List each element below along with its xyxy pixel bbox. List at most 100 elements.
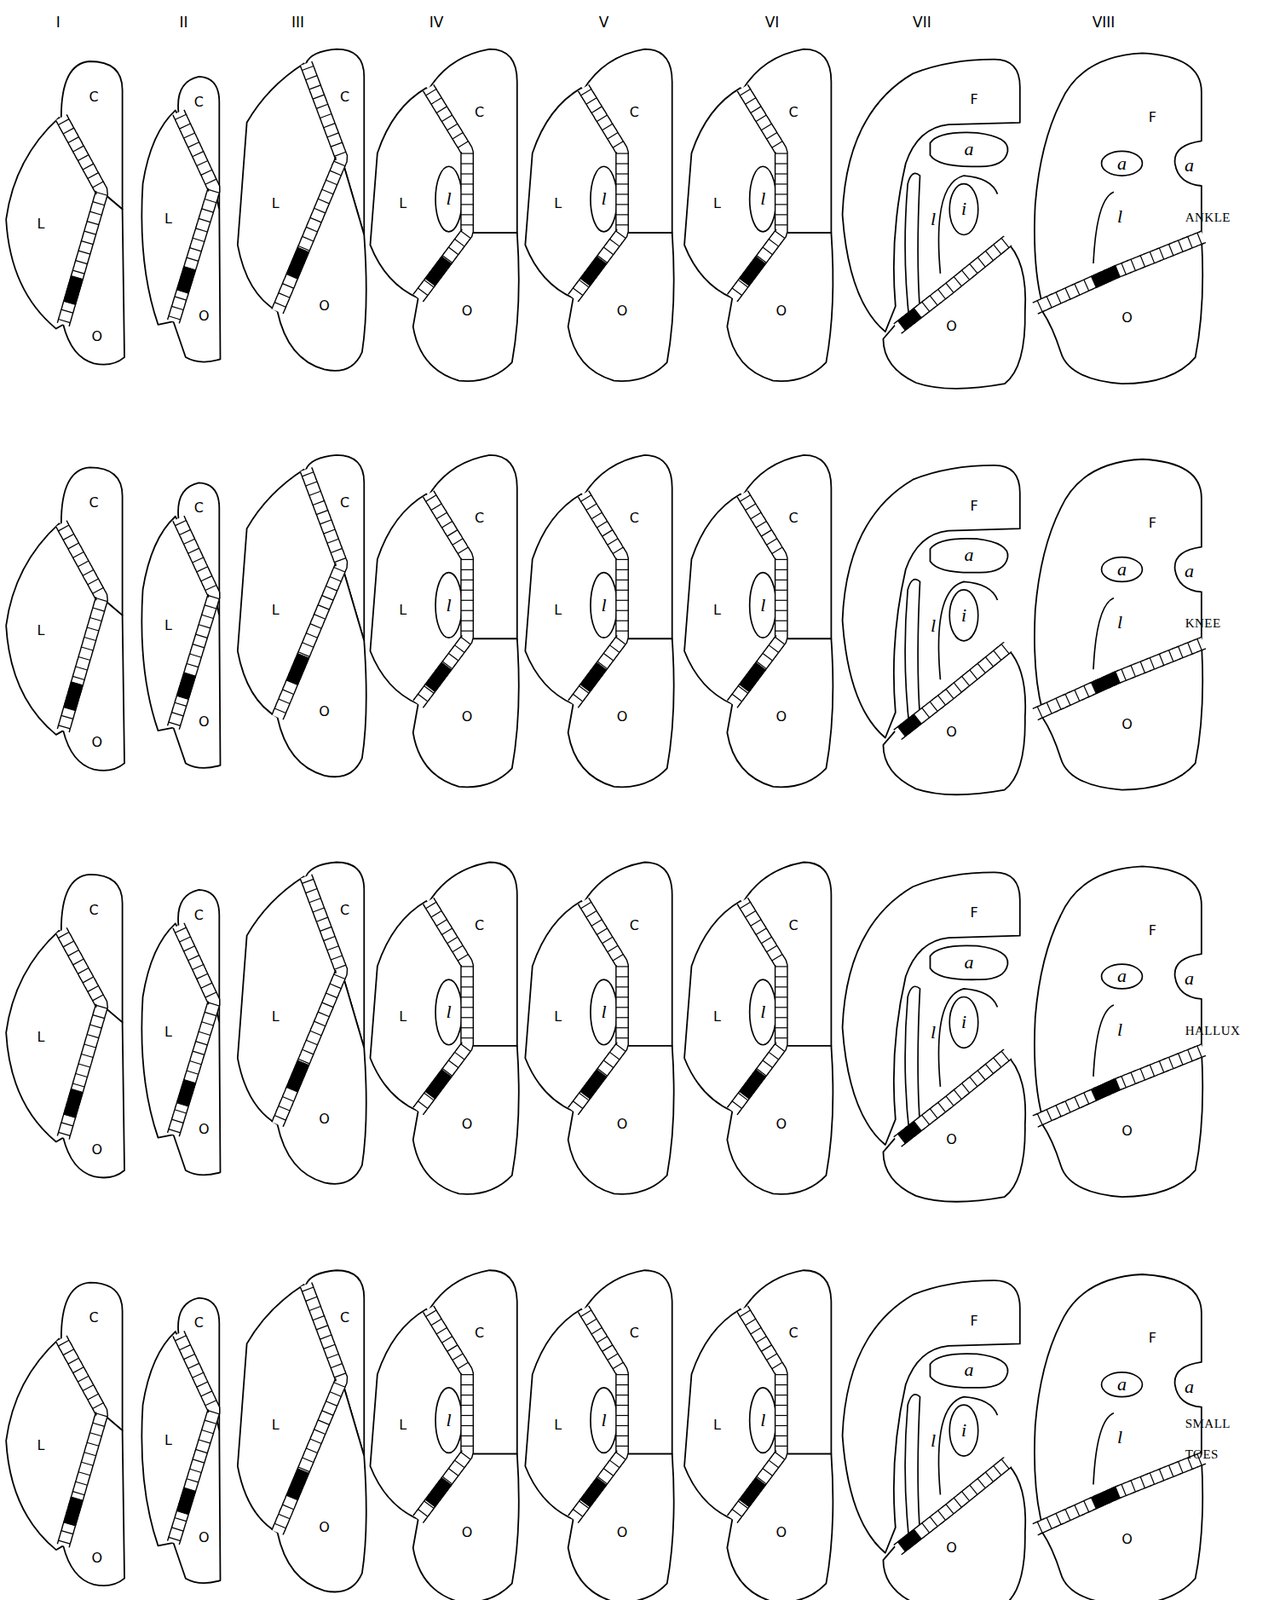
cortex-hatch [316,510,328,515]
sulcus-line [905,579,920,731]
cortex-hatch [312,907,324,912]
cortex-hatch [1074,283,1080,295]
cortex-band-edge [727,91,777,295]
cortex-hatch [278,1105,290,1111]
region-letter: O [198,309,210,323]
region-letter: C [789,918,799,933]
cortex-hatch [68,1357,80,1364]
cortex-hatch [448,652,458,661]
row-label: HALLUX [1185,1014,1241,1046]
sulcus-outline [749,1387,777,1453]
region-letter: C [629,1326,640,1340]
cortex-band-edge [568,904,617,1108]
cortex-hatch [602,1344,613,1352]
section-outline [5,874,125,1178]
cortex-hatch [461,1394,473,1396]
cortex-hatch [945,1504,954,1514]
column-number: VI [765,15,780,30]
sulcus-outline [749,979,777,1045]
region-letter: a [964,1360,975,1379]
section-outline [369,1269,519,1600]
region-letter: O [1121,1124,1133,1138]
cortex-hatch [184,945,196,952]
region-letter: L [164,1025,173,1039]
cortex-hatch [282,689,294,695]
lobe-outline [1042,236,1203,384]
cortex-hatch [73,958,85,965]
cortex-hatch [1187,642,1193,654]
region-letter: F [969,1314,978,1328]
cortex-hatch [616,996,629,998]
lobe-outline [413,232,519,381]
region-letter: C [340,90,350,104]
region-letter: F [969,905,978,920]
cortex-hatch [461,172,473,174]
region-letter: a [964,545,975,565]
cortex-hatch [305,1296,318,1301]
section-outline [369,455,519,787]
cortex-hatch [190,1060,202,1065]
region-letter: O [945,1540,958,1555]
region-letter: l [446,1410,452,1430]
cortex-hatch [192,151,204,157]
cortex-hatch [985,1063,993,1073]
region-letter: F [969,499,978,514]
cortex-hatch [461,213,473,215]
section-outline [842,59,1027,389]
cortex-hatch [745,910,756,918]
row-label: ANKLE [1185,201,1231,233]
cortex-hatch [461,599,473,601]
cortex-band-edge [55,120,97,323]
cortex-hatch [174,1335,186,1341]
cortex-hatch [174,702,187,706]
cortex-hatch [461,1414,473,1416]
cortex-hatch [196,1041,208,1045]
cortex-hatch [317,1419,329,1425]
cortex-hatch [775,1037,788,1038]
lobe-outline [726,638,833,787]
cortex-hatch [78,250,91,254]
cortex-hatch [441,520,452,528]
region-letter: C [789,1326,799,1340]
cortex-hatch [204,1011,217,1015]
cortex-hatch [77,1375,89,1382]
cortex-hatch [591,919,602,927]
cortex-hatch [174,1516,187,1521]
cortex-hatch [616,610,629,612]
cortex-hatch [322,1410,334,1416]
region-letter: l [600,1410,606,1430]
cortex-hatch [179,529,191,535]
cortex-hatch [461,203,473,205]
stimulated-area [176,1487,196,1515]
cortex-hatch [616,599,629,601]
cortex-hatch [455,239,465,248]
cortex-hatch [993,650,1002,660]
cortex-hatch [334,964,346,969]
cortex-hatch [962,1083,970,1093]
cortex-hatch [768,1051,779,1060]
cortex-hatch [457,547,468,554]
cortex-hatch [1055,697,1061,710]
region-letter: O [91,1550,103,1565]
cortex-hatch [775,610,788,612]
region-letter: O [318,1520,330,1534]
cortex-hatch [89,617,102,622]
cortex-hatch [775,224,788,225]
cortex-hatch [305,481,318,486]
cortex-hatch [82,569,94,576]
cortex-hatch [1121,1483,1126,1495]
cortex-hatch [327,538,339,543]
cortex-hatch [616,152,629,154]
cortex-hatch [732,1509,742,1517]
cortex-band-edge [727,1311,777,1516]
region-letter: O [1121,1532,1133,1546]
cortex-hatch [192,1050,205,1055]
cortex-hatch [207,189,220,193]
region-letter: L [36,1030,45,1044]
cortex-hatch [320,519,332,525]
cortex-hatch [732,1101,742,1109]
cortex-hatch [461,579,473,581]
cortex-hatch [198,218,211,222]
cortex-hatch [334,566,346,572]
